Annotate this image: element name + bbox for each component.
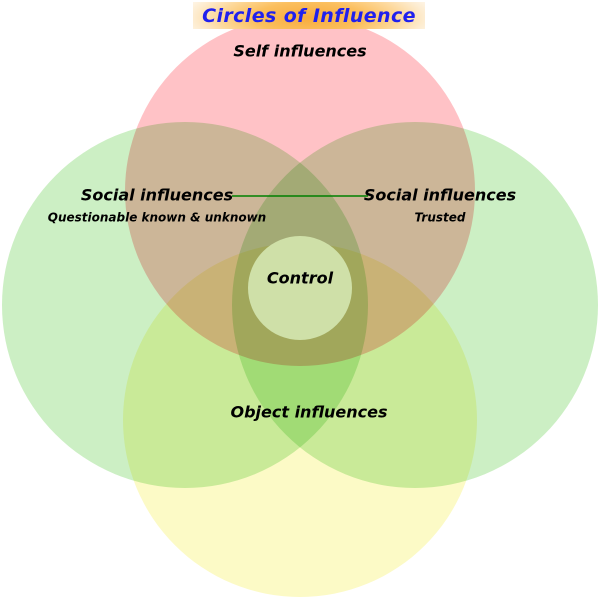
venn-labels-group: Self influences Social influences Questi… [48,42,516,422]
circle-object-influences[interactable] [123,243,477,597]
label-self-influences: Self influences [233,42,366,61]
title-banner: Circles of Influence [193,2,425,29]
label-control: Control [267,269,334,288]
label-social-influences-left-sub: Questionable known & unknown [48,211,266,225]
label-social-influences-left: Social influences [81,186,233,205]
label-social-influences-right-sub: Trusted [415,211,466,225]
label-social-influences-right: Social influences [364,186,516,205]
label-object-influences: Object influences [230,403,387,422]
venn-circles-group [2,16,598,597]
circle-control-center[interactable] [248,236,352,340]
page-title: Circles of Influence [202,4,416,27]
